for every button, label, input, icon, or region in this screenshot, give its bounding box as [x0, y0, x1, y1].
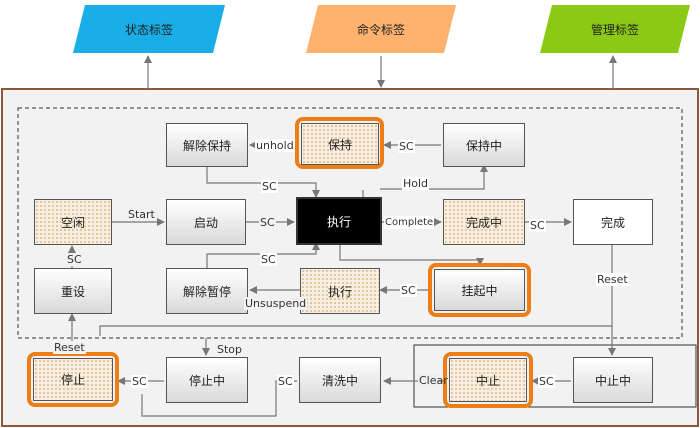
manage-tag-label: 管理标签	[590, 22, 639, 37]
transition-stop: Stop	[216, 343, 244, 356]
state-aborted: 中止	[449, 358, 527, 402]
state-aborting: 中止中	[573, 357, 653, 403]
transition-sc-reset: SC	[66, 253, 83, 266]
state-unholding: 解除保持	[166, 123, 248, 167]
state-holding-label: 保持中	[465, 138, 502, 153]
transition-sc-starting: SC	[259, 216, 276, 229]
transition-start: Start	[127, 208, 156, 221]
state-suspending-label: 挂起中	[461, 283, 498, 298]
aborted-highlight	[443, 352, 533, 408]
held-highlight	[295, 117, 384, 169]
command-tag: 命令标签	[306, 5, 456, 53]
state-held: 保持	[301, 123, 379, 165]
transition-complete: Complete	[384, 216, 435, 229]
status-tag-label: 状态标签	[124, 22, 173, 37]
state-aborting-label: 中止中	[594, 373, 631, 388]
abort-frame	[413, 344, 697, 408]
manage-tag: 管理标签	[540, 5, 690, 53]
state-stopped-label: 停止	[60, 373, 85, 387]
transition-sc-holding: SC	[398, 140, 415, 153]
state-completing-label: 完成中	[465, 215, 502, 230]
state-unholding-label: 解除保持	[182, 138, 231, 153]
state-holding: 保持中	[443, 123, 525, 167]
suspending-highlight	[428, 263, 531, 317]
transition-sc-unsuspending: SC	[260, 253, 277, 266]
transition-sc-aborting: SC	[538, 375, 555, 388]
transition-sc-clearing: SC	[277, 375, 294, 388]
state-stopping-label: 停止中	[188, 373, 225, 388]
state-completing: 完成中	[443, 199, 525, 245]
state-reset: 重设	[34, 268, 112, 314]
transition-sc-completing: SC	[529, 219, 546, 232]
state-unsuspending-label: 解除暂停	[182, 284, 231, 299]
state-aborted-label: 中止	[475, 373, 500, 388]
transition-clear: Clear	[418, 374, 448, 387]
command-tag-label: 命令标签	[356, 22, 405, 37]
state-held-label: 保持	[327, 137, 352, 152]
state-clearing: 清洗中	[299, 357, 381, 403]
stopped-highlight	[27, 352, 119, 407]
state-clearing-label: 清洗中	[321, 373, 358, 388]
state-idle-label: 空闲	[60, 215, 85, 230]
state-starting-label: 启动	[193, 215, 218, 230]
transition-reset-complete: Reset	[596, 273, 629, 286]
state-execute-label: 执行	[326, 214, 351, 229]
state-complete: 完成	[573, 199, 653, 245]
inner-dashed-frame	[17, 107, 683, 339]
transition-hold: Hold	[402, 177, 430, 190]
state-suspended-label: 执行	[327, 284, 352, 299]
transition-sc-suspending: SC	[400, 284, 417, 297]
state-execute: 执行	[296, 197, 382, 245]
state-reset-label: 重设	[60, 284, 85, 299]
state-stopping: 停止中	[166, 357, 248, 403]
state-idle: 空闲	[34, 199, 112, 245]
state-suspending: 挂起中	[434, 269, 525, 311]
state-suspended: 执行	[300, 268, 380, 314]
transition-sc-unholding: SC	[261, 180, 278, 193]
state-starting: 启动	[166, 199, 246, 245]
state-complete-label: 完成	[600, 215, 625, 230]
state-unsuspending: 解除暂停	[166, 268, 248, 314]
status-tag: 状态标签	[73, 5, 225, 53]
transition-reset-stopped: Reset	[53, 341, 86, 354]
transition-unsuspend: Unsuspend	[244, 297, 308, 310]
transition-unhold: unhold	[255, 139, 295, 152]
transition-sc-stopping: SC	[131, 375, 148, 388]
state-stopped: 停止	[33, 358, 113, 401]
